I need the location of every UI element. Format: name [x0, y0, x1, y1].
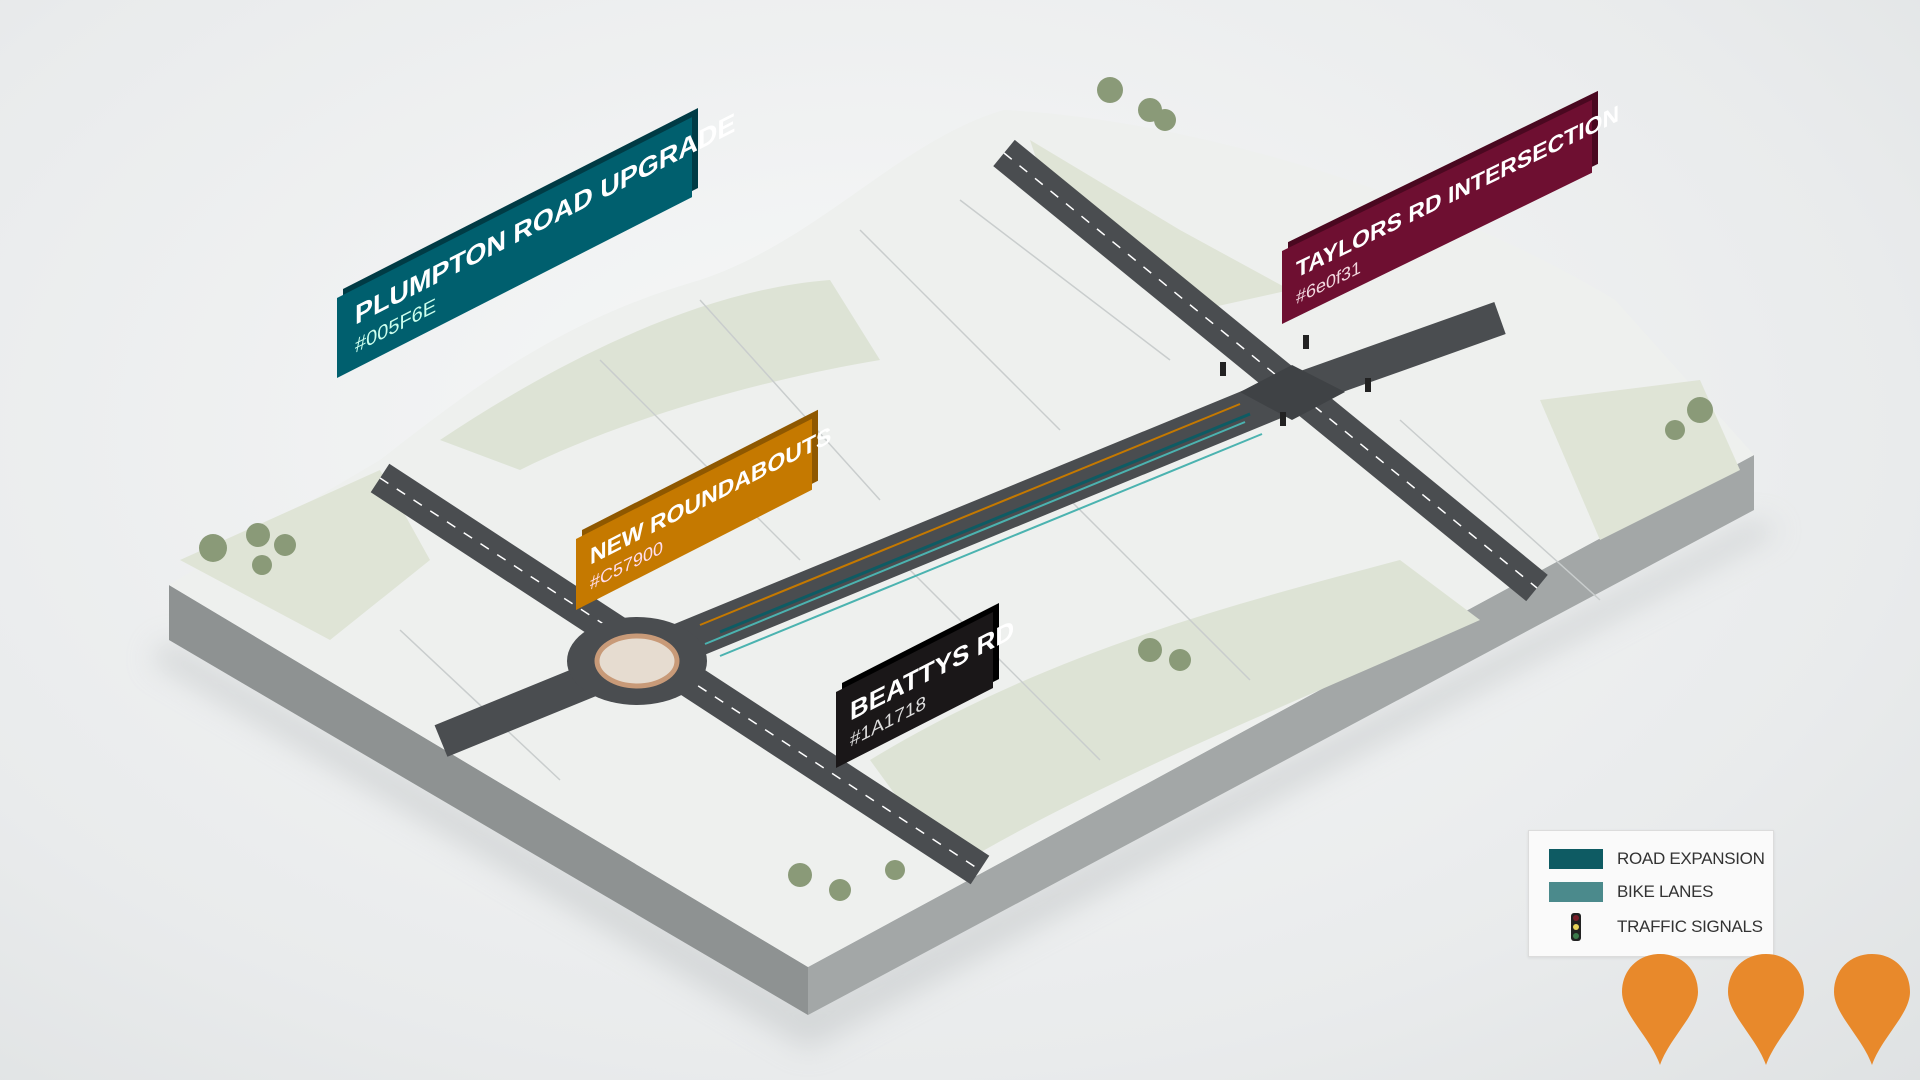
green-area — [870, 560, 1480, 870]
traffic-light-icon — [1549, 913, 1603, 941]
legend-label: ROAD EXPANSION — [1617, 849, 1765, 868]
bike-lane-line — [704, 421, 1246, 645]
parcel-lines — [399, 199, 1601, 781]
green-area — [180, 470, 430, 640]
traffic-signals — [1220, 335, 1371, 426]
map-pin-icon — [1834, 954, 1910, 1065]
road-network — [370, 139, 1548, 885]
legend-item-traffic-signals: TRAFFIC SIGNALS — [1549, 913, 1763, 941]
map-pin-icon — [1622, 954, 1698, 1065]
bike-lanes-swatch — [1549, 882, 1603, 902]
pin-group — [1620, 952, 1912, 1067]
slab-front-right-face — [808, 455, 1754, 1015]
map-pin-icon — [1728, 954, 1804, 1065]
legend-label: BIKE LANES — [1617, 882, 1714, 901]
green-area — [440, 280, 880, 470]
bike-lane-line — [719, 433, 1263, 657]
green-area — [1030, 140, 1290, 310]
taylors-intersection — [1240, 365, 1345, 420]
legend-item-bike-lanes: BIKE LANES — [1549, 882, 1714, 902]
slab-front-left-face — [169, 585, 808, 1015]
roundabout-island — [594, 633, 680, 689]
plumpton-road-expansion — [629, 373, 1300, 680]
slab-shadow — [150, 520, 1780, 1050]
legend-label: TRAFFIC SIGNALS — [1617, 917, 1763, 936]
road-expansion-swatch — [1549, 849, 1603, 869]
legend-item-road-expansion: ROAD EXPANSION — [1549, 849, 1765, 869]
road-expansion-line — [719, 412, 1251, 634]
trees — [199, 77, 1713, 901]
green-area — [1540, 380, 1740, 540]
legend: ROAD EXPANSION BIKE LANES TRAFFIC SIGNAL… — [1528, 830, 1774, 957]
